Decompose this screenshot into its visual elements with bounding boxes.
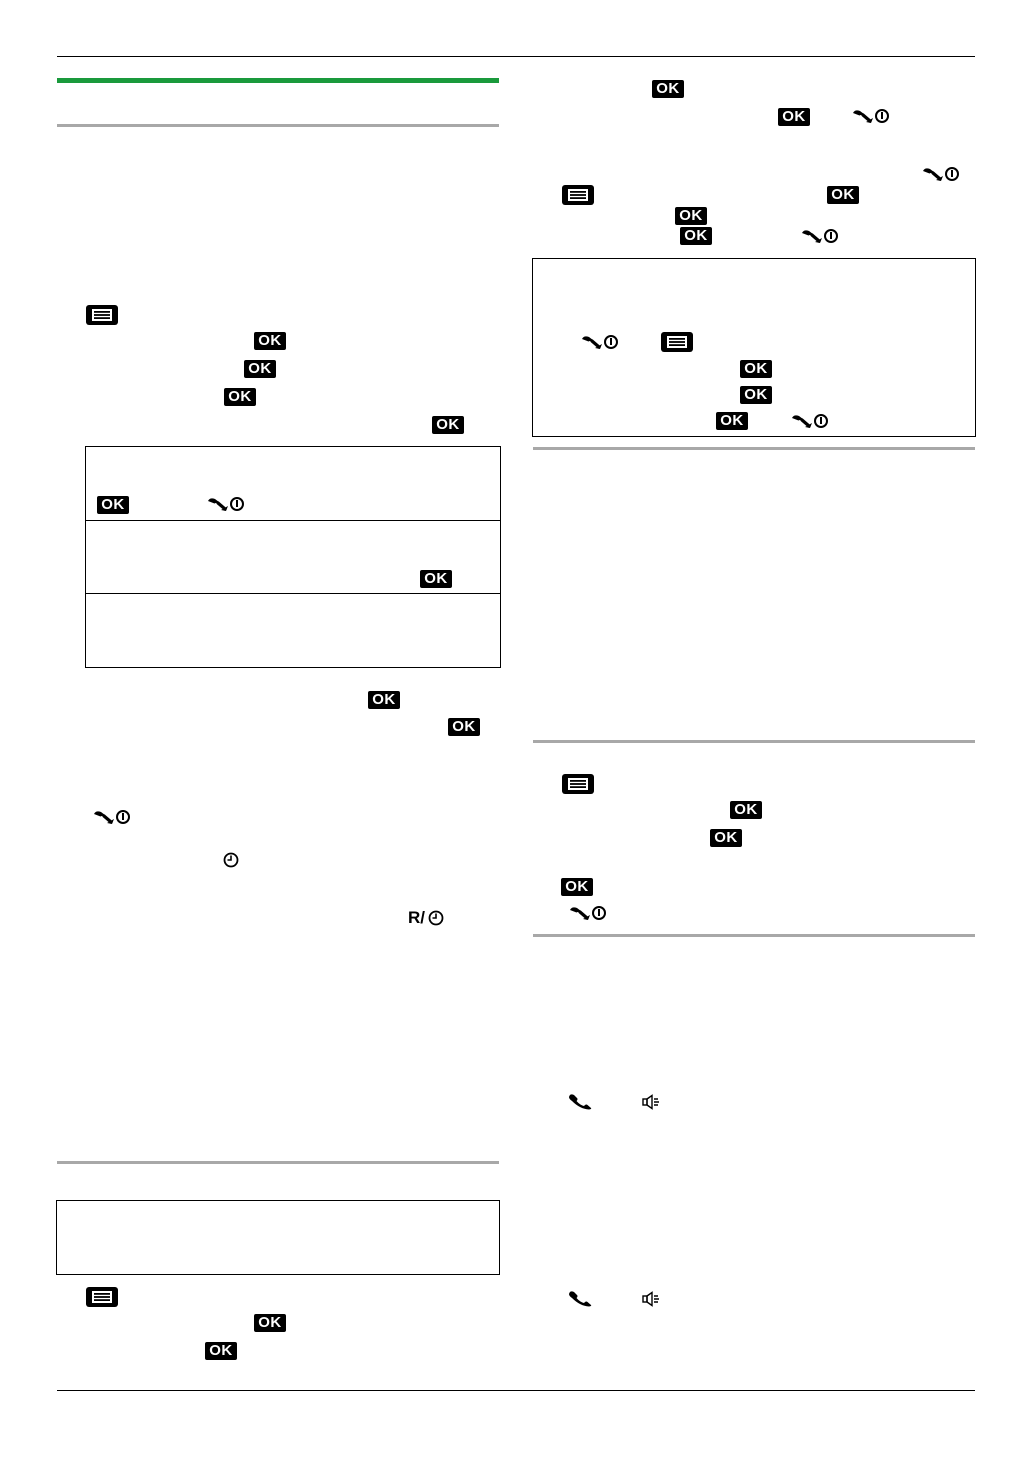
note-box-divider <box>85 520 501 521</box>
note-box-divider <box>85 593 501 594</box>
ok-key-icon: OK <box>97 496 129 514</box>
ok-key-icon: OK <box>244 360 276 378</box>
ok-key-icon: OK <box>561 878 593 896</box>
subsection-rule <box>533 934 975 937</box>
note-box-right <box>532 258 976 437</box>
note-box-left <box>85 446 501 668</box>
talk-icon <box>568 1092 594 1110</box>
off-icon <box>852 108 890 124</box>
section-heading-bar <box>57 78 499 83</box>
off-icon <box>801 228 839 244</box>
ok-key-icon: OK <box>224 388 256 406</box>
ok-key-icon: OK <box>448 718 480 736</box>
ok-key-icon: OK <box>710 829 742 847</box>
menu-icon <box>86 305 118 325</box>
off-icon <box>922 166 960 182</box>
ok-key-icon: OK <box>420 570 452 588</box>
recall-key-label: R/ <box>408 908 425 928</box>
note-box-bottom <box>56 1200 500 1275</box>
ok-key-icon: OK <box>730 801 762 819</box>
off-icon <box>791 413 829 429</box>
ok-key-icon: OK <box>827 186 859 204</box>
subsection-rule <box>57 124 499 127</box>
ok-key-icon: OK <box>778 108 810 126</box>
ok-key-icon: OK <box>680 227 712 245</box>
ok-key-icon: OK <box>740 360 772 378</box>
header-rule <box>57 56 975 57</box>
pause-clock-icon <box>223 852 239 868</box>
off-icon <box>581 334 619 350</box>
ok-key-icon: OK <box>254 1314 286 1332</box>
ok-key-icon: OK <box>716 412 748 430</box>
subsection-rule <box>57 1161 499 1164</box>
ok-key-icon: OK <box>205 1342 237 1360</box>
ok-key-icon: OK <box>254 332 286 350</box>
recall-key-text: R/ <box>408 908 425 927</box>
ok-key-icon: OK <box>432 416 464 434</box>
menu-icon <box>562 185 594 205</box>
menu-icon <box>86 1287 118 1307</box>
speakerphone-icon <box>642 1291 662 1307</box>
menu-icon <box>661 332 693 352</box>
off-icon <box>569 905 607 921</box>
footer-rule <box>57 1390 975 1391</box>
subsection-rule <box>533 447 975 450</box>
ok-key-icon: OK <box>368 691 400 709</box>
recall-clock-icon <box>428 910 444 926</box>
ok-key-icon: OK <box>675 207 707 225</box>
menu-icon <box>562 774 594 794</box>
ok-key-icon: OK <box>740 386 772 404</box>
speakerphone-icon <box>642 1094 662 1110</box>
subsection-rule <box>533 740 975 743</box>
off-icon <box>93 809 131 825</box>
talk-icon <box>568 1289 594 1307</box>
ok-key-icon: OK <box>652 80 684 98</box>
off-icon <box>207 496 245 512</box>
